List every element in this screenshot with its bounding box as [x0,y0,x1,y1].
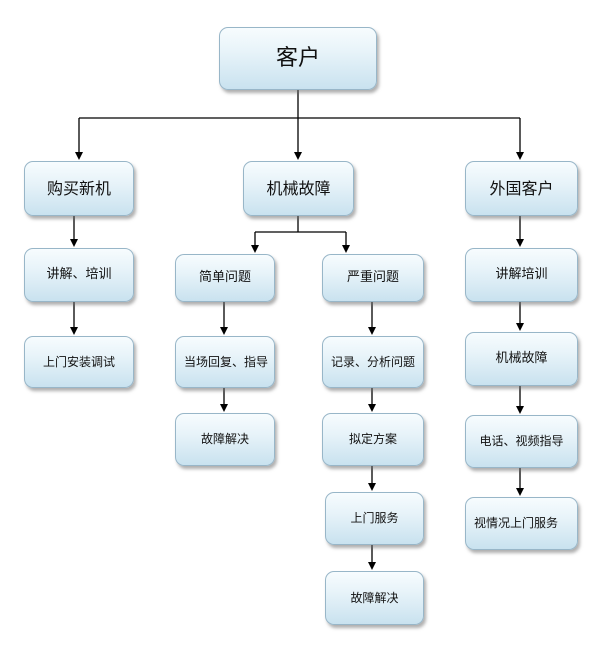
node-onsite-service-label: 上门服务 [350,511,399,526]
node-mech-fault[interactable]: 机械故障 [243,161,354,216]
node-fault-solved-1[interactable]: 故障解决 [175,413,275,466]
node-buy-new-label: 购买新机 [46,178,111,198]
node-onsite-reply[interactable]: 当场回复、指导 [175,336,275,388]
node-onsite-service[interactable]: 上门服务 [325,492,424,545]
node-mech-fault-label: 机械故障 [266,178,331,198]
node-customer-label: 客户 [275,45,320,71]
node-foreign-customer-label: 外国客户 [489,178,554,198]
node-onsite-install[interactable]: 上门安装调试 [24,336,134,388]
node-foreign-lecture-label: 讲解培训 [495,267,548,283]
node-onsite-install-label: 上门安装调试 [42,354,115,369]
node-foreign-mech-fault[interactable]: 机械故障 [465,332,578,386]
node-fault-solved-2[interactable]: 故障解决 [325,571,424,625]
node-lecture-training[interactable]: 讲解、培训 [24,248,134,302]
node-foreign-mech-fault-label: 机械故障 [495,351,548,367]
node-phone-video[interactable]: 电话、视频指导 [465,415,578,468]
node-lecture-training-label: 讲解、培训 [46,267,112,283]
node-simple-problem-label: 简单问题 [198,270,251,286]
node-fault-solved-1-label: 故障解决 [200,432,249,447]
node-onsite-by-case-label: 视情况上门服务 [474,516,559,531]
node-phone-video-label: 电话、视频指导 [479,434,564,449]
node-serious-problem-label: 严重问题 [346,270,399,286]
node-draft-plan[interactable]: 拟定方案 [322,413,424,466]
node-onsite-by-case[interactable]: 视情况上门服务 [465,497,578,550]
node-foreign-customer[interactable]: 外国客户 [465,161,578,216]
node-customer[interactable]: 客户 [219,27,377,90]
node-onsite-reply-label: 当场回复、指导 [184,354,269,369]
node-draft-plan-label: 拟定方案 [348,432,397,447]
node-serious-problem[interactable]: 严重问题 [322,254,424,302]
node-fault-solved-2-label: 故障解决 [350,590,399,605]
node-simple-problem[interactable]: 简单问题 [175,254,275,302]
node-record-analyze-label: 记录、分析问题 [331,354,416,369]
node-foreign-lecture[interactable]: 讲解培训 [465,248,578,302]
node-record-analyze[interactable]: 记录、分析问题 [322,336,424,388]
node-buy-new[interactable]: 购买新机 [24,161,134,216]
